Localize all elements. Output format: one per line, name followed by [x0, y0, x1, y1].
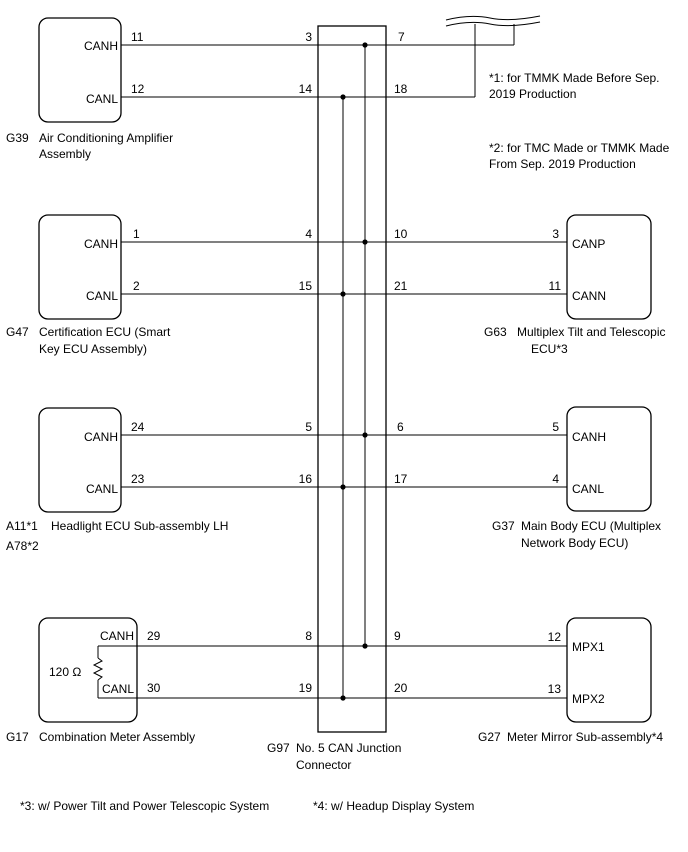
junction-spare-pin-h: 7	[398, 30, 405, 44]
g63-jpin-l: 21	[394, 279, 408, 293]
note-1-line-1: *1: for TMMK Made Before Sep.	[489, 71, 660, 85]
g17-pin-h: 29	[147, 629, 161, 643]
g63-jpin-h: 10	[394, 227, 408, 241]
g63-code: G63	[484, 325, 507, 339]
g39-canh-label: CANH	[84, 39, 118, 53]
wire-break-symbol	[445, 15, 541, 21]
splice-dot	[362, 42, 368, 48]
g47-canl-label: CANL	[86, 289, 118, 303]
wire-break-symbol-2	[445, 21, 541, 27]
g63-name-1: Multiplex Tilt and Telescopic	[517, 325, 666, 339]
a11-pin-l: 23	[131, 472, 145, 486]
splice-dot	[362, 239, 368, 245]
g39-name-1: Air Conditioning Amplifier	[39, 131, 173, 145]
g37-code: G37	[492, 519, 515, 533]
g17-jpin-l: 19	[299, 681, 313, 695]
g63-canp-label: CANP	[572, 237, 605, 251]
g39-ecu-box	[38, 17, 122, 123]
g27-jpin-l: 20	[394, 681, 408, 695]
junction-spare-pin-l: 18	[394, 82, 408, 96]
g17-ecu-box	[38, 617, 138, 723]
g63-ecu-box	[566, 214, 652, 320]
g47-code: G47	[6, 325, 29, 339]
g17-canl-label: CANL	[102, 682, 134, 696]
g63-pin-h: 3	[552, 227, 559, 241]
g63-pin-l: 11	[549, 279, 562, 293]
note-4: *4: w/ Headup Display System	[313, 799, 474, 813]
a11-jpin-l: 16	[299, 472, 313, 486]
g37-name-1: Main Body ECU (Multiplex	[521, 519, 661, 533]
note-1-line-2: 2019 Production	[489, 87, 576, 101]
g39-jpin-l: 14	[299, 82, 313, 96]
g47-name-1: Certification ECU (Smart	[39, 325, 171, 339]
g27-jpin-h: 9	[394, 629, 401, 643]
g39-name-2: Assembly	[39, 147, 91, 161]
g37-canl-label: CANL	[572, 482, 604, 496]
splice-dot	[340, 291, 346, 297]
a11-jpin-h: 5	[305, 420, 312, 434]
g27-ecu-box	[566, 617, 652, 723]
g37-jpin-h: 6	[397, 420, 404, 434]
splice-dot	[340, 695, 346, 701]
g47-name-2: Key ECU Assembly)	[39, 342, 147, 356]
g17-jpin-h: 8	[305, 629, 312, 643]
g39-jpin-h: 3	[305, 30, 312, 44]
g37-pin-h: 5	[552, 420, 559, 434]
note-3: *3: w/ Power Tilt and Power Telescopic S…	[20, 799, 269, 813]
a11-canh-label: CANH	[84, 430, 118, 444]
junction-name-2: Connector	[296, 758, 351, 772]
g17-pin-l: 30	[147, 681, 161, 695]
g27-pin-h: 12	[548, 630, 562, 644]
junction-code: G97	[267, 741, 290, 755]
g47-canh-label: CANH	[84, 237, 118, 251]
g47-jpin-l: 15	[299, 279, 313, 293]
g17-resistor-value: 120 Ω	[49, 665, 81, 679]
junction-connector-box	[317, 25, 387, 733]
note-2-line-1: *2: for TMC Made or TMMK Made	[489, 141, 670, 155]
g37-name-2: Network Body ECU)	[521, 536, 628, 550]
g39-canl-label: CANL	[86, 92, 118, 106]
g47-ecu-box	[38, 214, 122, 320]
g27-mpx1-label: MPX1	[572, 640, 605, 654]
g27-pin-l: 13	[548, 682, 562, 696]
a11-canl-label: CANL	[86, 482, 118, 496]
g37-canh-label: CANH	[572, 430, 606, 444]
splice-dot	[340, 484, 346, 490]
a11-code-1: A11*1	[6, 519, 38, 533]
g17-name: Combination Meter Assembly	[39, 730, 195, 744]
g37-ecu-box	[566, 406, 652, 512]
a11-code-2: A78*2	[6, 539, 39, 553]
g47-pin-h: 1	[133, 227, 140, 241]
g63-name-2: ECU*3	[531, 342, 568, 356]
a11-pin-h: 24	[131, 420, 145, 434]
splice-dot	[362, 643, 368, 649]
a11-name: Headlight ECU Sub-assembly LH	[51, 519, 228, 533]
g39-pin-l: 12	[131, 82, 145, 96]
g39-code: G39	[6, 131, 29, 145]
g47-jpin-h: 4	[305, 227, 312, 241]
g37-pin-l: 4	[552, 472, 559, 486]
g37-jpin-l: 17	[394, 472, 408, 486]
g27-name: Meter Mirror Sub-assembly*4	[507, 730, 663, 744]
note-2-line-2: From Sep. 2019 Production	[489, 157, 636, 171]
g47-pin-l: 2	[133, 279, 140, 293]
g17-canh-label: CANH	[100, 629, 134, 643]
resistor-zigzag	[92, 657, 104, 681]
g17-code: G17	[6, 730, 29, 744]
g27-code: G27	[478, 730, 501, 744]
g27-mpx2-label: MPX2	[572, 692, 605, 706]
junction-name-1: No. 5 CAN Junction	[296, 741, 401, 755]
g63-cann-label: CANN	[572, 289, 606, 303]
g39-pin-h: 11	[131, 30, 144, 44]
a11-ecu-box	[38, 407, 122, 513]
splice-dot	[340, 94, 346, 100]
splice-dot	[362, 432, 368, 438]
